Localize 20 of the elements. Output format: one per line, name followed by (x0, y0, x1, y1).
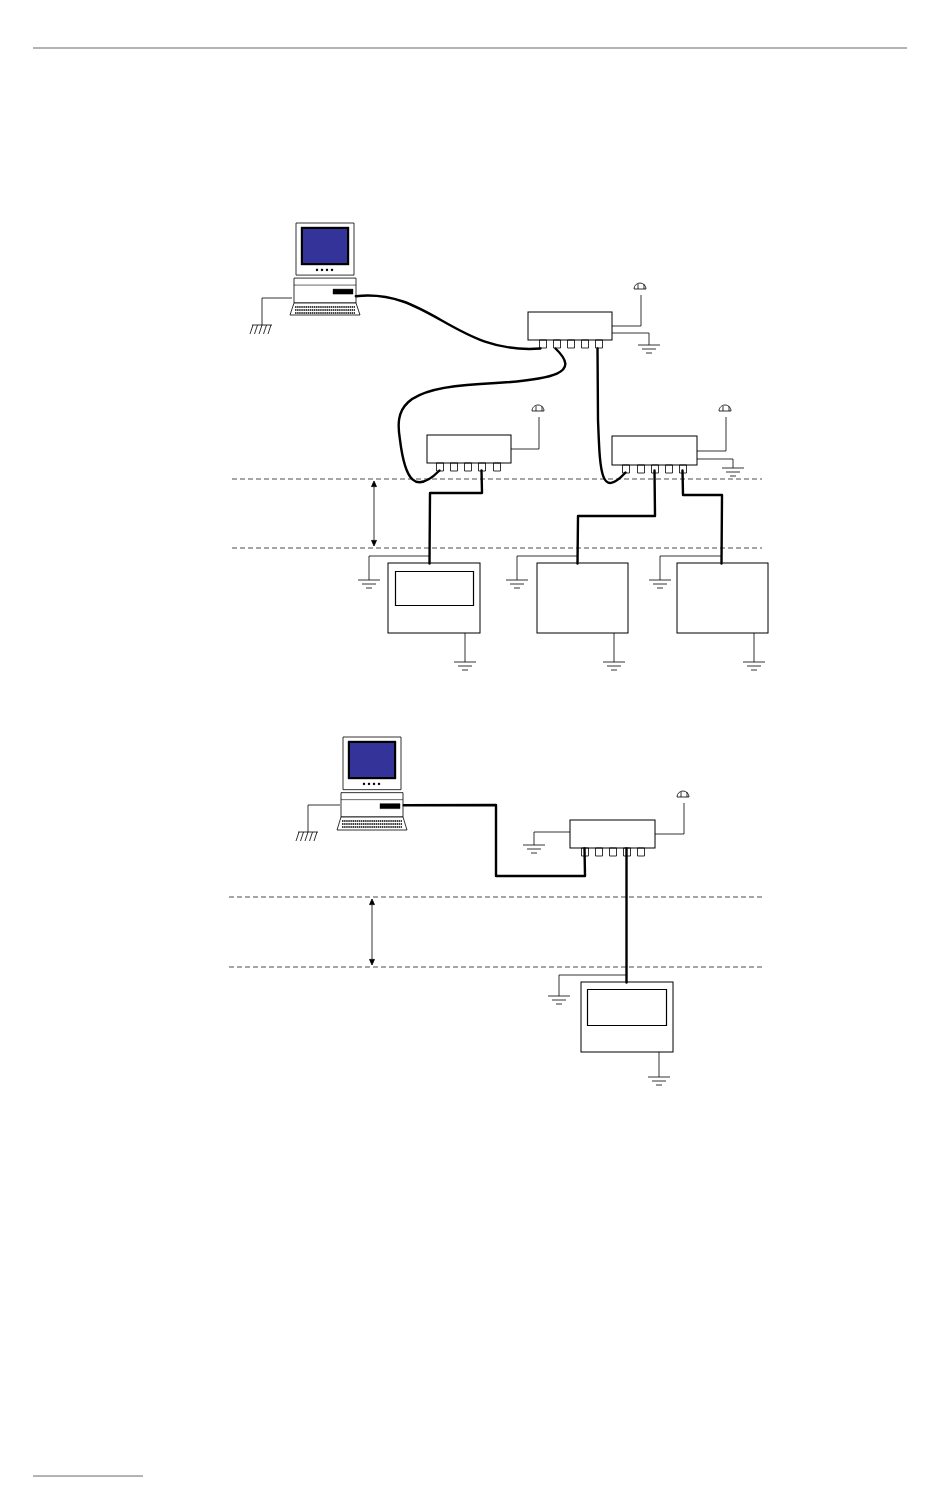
display-window (394, 570, 475, 607)
hub-box (426, 434, 512, 472)
device-box (536, 562, 629, 634)
cable (681, 469, 724, 565)
computer-drawing (336, 736, 408, 831)
cable (625, 847, 628, 984)
device-box (580, 981, 674, 1053)
cable (428, 469, 484, 565)
cable (397, 347, 567, 484)
device-box (387, 562, 481, 634)
hub-box (569, 819, 656, 857)
device-box (676, 562, 769, 634)
hub-box (527, 311, 613, 349)
cable (596, 347, 627, 485)
hub-box (611, 435, 698, 474)
cable (354, 294, 542, 350)
computer-drawing (289, 222, 361, 316)
display-window (586, 988, 668, 1027)
cable (576, 469, 657, 565)
cable (402, 803, 587, 878)
